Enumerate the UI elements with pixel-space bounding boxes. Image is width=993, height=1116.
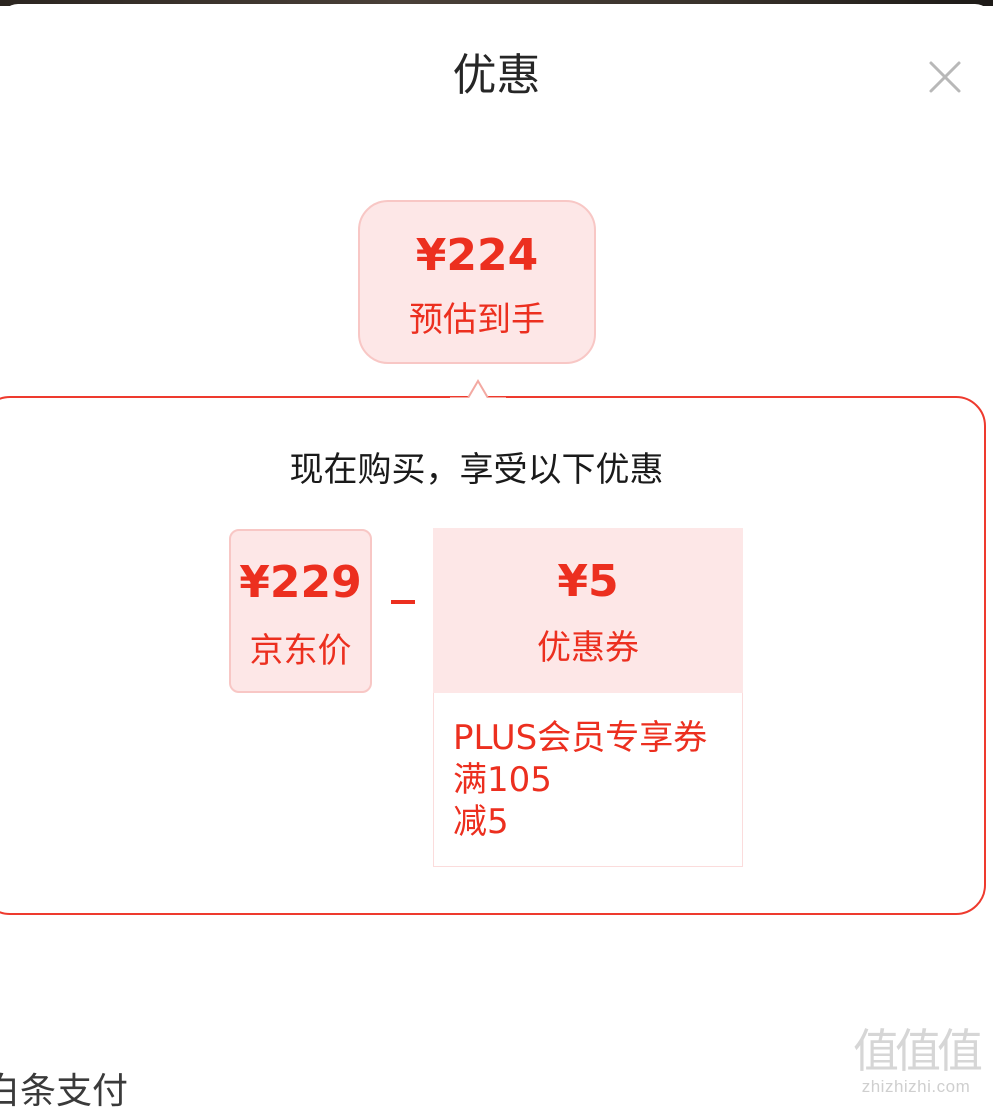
close-button[interactable] bbox=[920, 52, 970, 102]
estimated-price-card: ¥224 预估到手 bbox=[358, 200, 596, 364]
watermark-logo: 值值值 bbox=[853, 1024, 983, 1078]
estimated-price-label: 预估到手 bbox=[409, 300, 545, 340]
coupon-value: ¥5 bbox=[557, 556, 619, 607]
jd-price-value: ¥229 bbox=[239, 557, 362, 608]
coupon-description-line: 减5 bbox=[453, 802, 509, 842]
coupon-description-line: PLUS会员专享券 bbox=[453, 718, 708, 758]
bubble-pointer bbox=[450, 378, 506, 400]
close-icon bbox=[929, 61, 961, 93]
watermark-url: zhizhizhi.com bbox=[861, 1077, 971, 1096]
jd-price-card: ¥229 京东价 bbox=[229, 529, 372, 693]
discount-heading: 现在购买，享受以下优惠 bbox=[289, 450, 664, 490]
coupon-description: PLUS会员专享券 满105 减5 bbox=[433, 693, 743, 867]
background-strip bbox=[0, 0, 993, 6]
dialog-title: 优惠 bbox=[452, 50, 541, 101]
coupon-description-line: 满105 bbox=[453, 760, 552, 800]
estimated-price: ¥224 bbox=[415, 230, 539, 281]
baitiao-payment-label: 白条支付 bbox=[0, 1071, 129, 1112]
watermark: 值值值 zhizhizhi.com bbox=[843, 1026, 989, 1102]
minus-operator bbox=[391, 600, 415, 604]
coupon-label: 优惠券 bbox=[537, 628, 639, 668]
jd-price-label: 京东价 bbox=[249, 631, 352, 671]
coupon-card: ¥5 优惠券 bbox=[433, 528, 743, 693]
